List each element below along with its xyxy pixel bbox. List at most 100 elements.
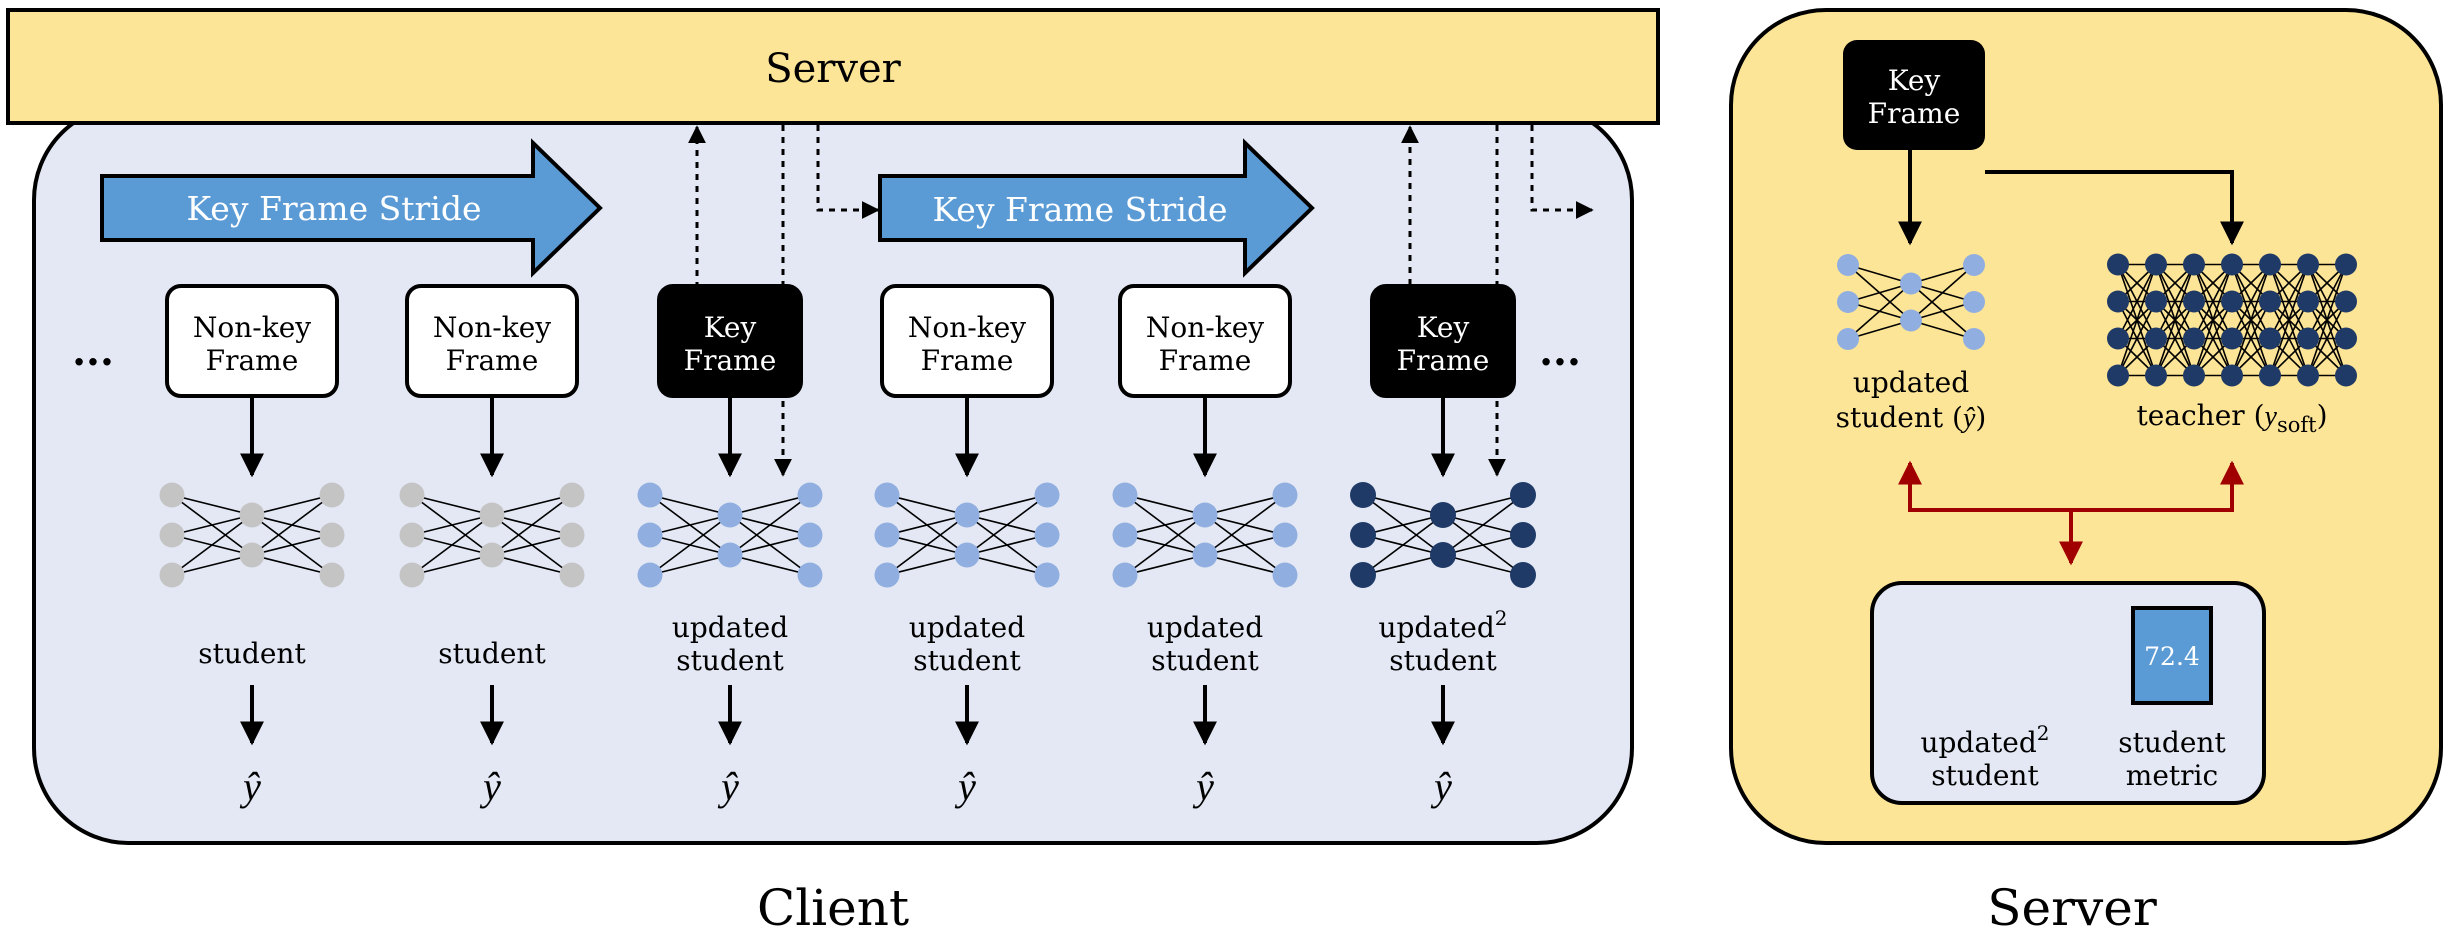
student-network xyxy=(159,482,345,588)
net-node xyxy=(399,562,425,588)
frame-label-line-1: Non-key xyxy=(1146,311,1264,344)
frame-label-line-2: Frame xyxy=(206,344,299,377)
server-key-frame-arrows xyxy=(1898,150,2244,246)
net-edge xyxy=(1204,494,1286,516)
student-metric-value: 72.4 xyxy=(2144,642,2200,671)
net-node xyxy=(637,482,663,508)
net-node xyxy=(559,562,585,588)
net-node xyxy=(2107,253,2129,276)
net-node xyxy=(2107,327,2129,350)
net-node xyxy=(559,522,585,548)
model-label-line-1: updated xyxy=(1147,611,1263,644)
net-node xyxy=(954,542,980,568)
model-label-line-2: student xyxy=(1151,644,1259,677)
server-networks xyxy=(1837,253,2357,711)
net-edge xyxy=(2155,264,2195,339)
net-node xyxy=(1837,328,1859,350)
net-edge xyxy=(491,494,573,556)
server-title: Server xyxy=(1987,879,2157,937)
frame-label-line-1: Non-key xyxy=(193,311,311,344)
net-node xyxy=(2297,327,2319,350)
student-metric-label-l2: metric xyxy=(2126,759,2218,792)
net-edge xyxy=(2307,301,2347,376)
net-edge xyxy=(1204,494,1286,556)
net-edge xyxy=(1442,554,1524,576)
net-node xyxy=(1510,482,1536,508)
prediction-output: ŷ xyxy=(954,764,976,809)
model-label-line-1: updated xyxy=(672,611,788,644)
inner-student-label-l2: student xyxy=(1931,759,2039,792)
net-node xyxy=(2145,327,2167,350)
net-edge xyxy=(491,494,573,516)
net-node xyxy=(2297,253,2319,276)
net-edge xyxy=(1442,494,1524,556)
net-node xyxy=(1837,291,1859,313)
net-node xyxy=(1034,522,1060,548)
net-node xyxy=(2335,253,2357,276)
model-label-line-2: student xyxy=(1389,644,1497,677)
non-key-frame-box xyxy=(165,284,339,398)
net-node xyxy=(2145,290,2167,313)
net-edge xyxy=(649,554,731,576)
student-network xyxy=(399,482,585,588)
teacher-network xyxy=(2107,253,2357,387)
net-node xyxy=(1034,562,1060,588)
non-key-frame-box xyxy=(880,284,1054,398)
net-node xyxy=(2221,364,2243,387)
net-node xyxy=(1112,482,1138,508)
net-edge xyxy=(886,514,968,536)
net-node xyxy=(2221,290,2243,313)
net-node xyxy=(1510,522,1536,548)
non-key-frame-box xyxy=(405,284,579,398)
net-node xyxy=(1034,482,1060,508)
net-edge xyxy=(411,514,493,576)
net-edge xyxy=(966,494,1048,556)
net-edge xyxy=(2117,301,2157,376)
net-edge xyxy=(2193,264,2233,376)
ellipsis-right: ... xyxy=(1539,328,1581,375)
frame-label-line-1: Key xyxy=(1417,311,1470,344)
net-edge xyxy=(251,534,333,556)
net-node xyxy=(2183,290,2205,313)
client-columns: Non-keyFramestudentŷNon-keyFramestudentŷ… xyxy=(159,284,1536,809)
net-node xyxy=(1350,482,1376,508)
frame-label-line-2: Frame xyxy=(684,344,777,377)
net-node xyxy=(319,482,345,508)
net-edge xyxy=(1442,494,1524,516)
net-node xyxy=(797,562,823,588)
net-node xyxy=(1510,562,1536,588)
net-edge xyxy=(2117,264,2157,339)
net-node xyxy=(2145,364,2167,387)
net-node xyxy=(159,522,185,548)
net-edge xyxy=(411,494,493,516)
net-edge xyxy=(649,514,731,576)
net-node xyxy=(2259,253,2281,276)
net-node xyxy=(2259,327,2281,350)
net-node xyxy=(637,562,663,588)
server-student-label-l2: student (ŷ) xyxy=(1836,401,1987,434)
net-node xyxy=(1837,254,1859,276)
stride-label-2: Key Frame Stride xyxy=(933,190,1228,229)
net-node xyxy=(874,482,900,508)
net-edge xyxy=(649,494,731,516)
net-node xyxy=(2183,253,2205,276)
net-edge xyxy=(1204,554,1286,576)
net-node xyxy=(874,562,900,588)
net-node xyxy=(797,522,823,548)
net-edge xyxy=(966,534,1048,556)
net-node xyxy=(2335,290,2357,313)
frame-label-line-2: Frame xyxy=(446,344,539,377)
net-node xyxy=(1963,328,1985,350)
student-network xyxy=(1350,482,1536,588)
student-network xyxy=(637,482,823,588)
prediction-output: ŷ xyxy=(1430,764,1452,809)
net-node xyxy=(1900,309,1922,332)
net-edge xyxy=(886,554,968,576)
key-frame-stride-arrow-2: Key Frame Stride xyxy=(878,138,1315,278)
net-node xyxy=(2259,364,2281,387)
distillation-loss-connector xyxy=(1898,460,2244,566)
net-edge xyxy=(729,554,811,576)
net-node xyxy=(2335,364,2357,387)
net-edge xyxy=(491,534,573,556)
